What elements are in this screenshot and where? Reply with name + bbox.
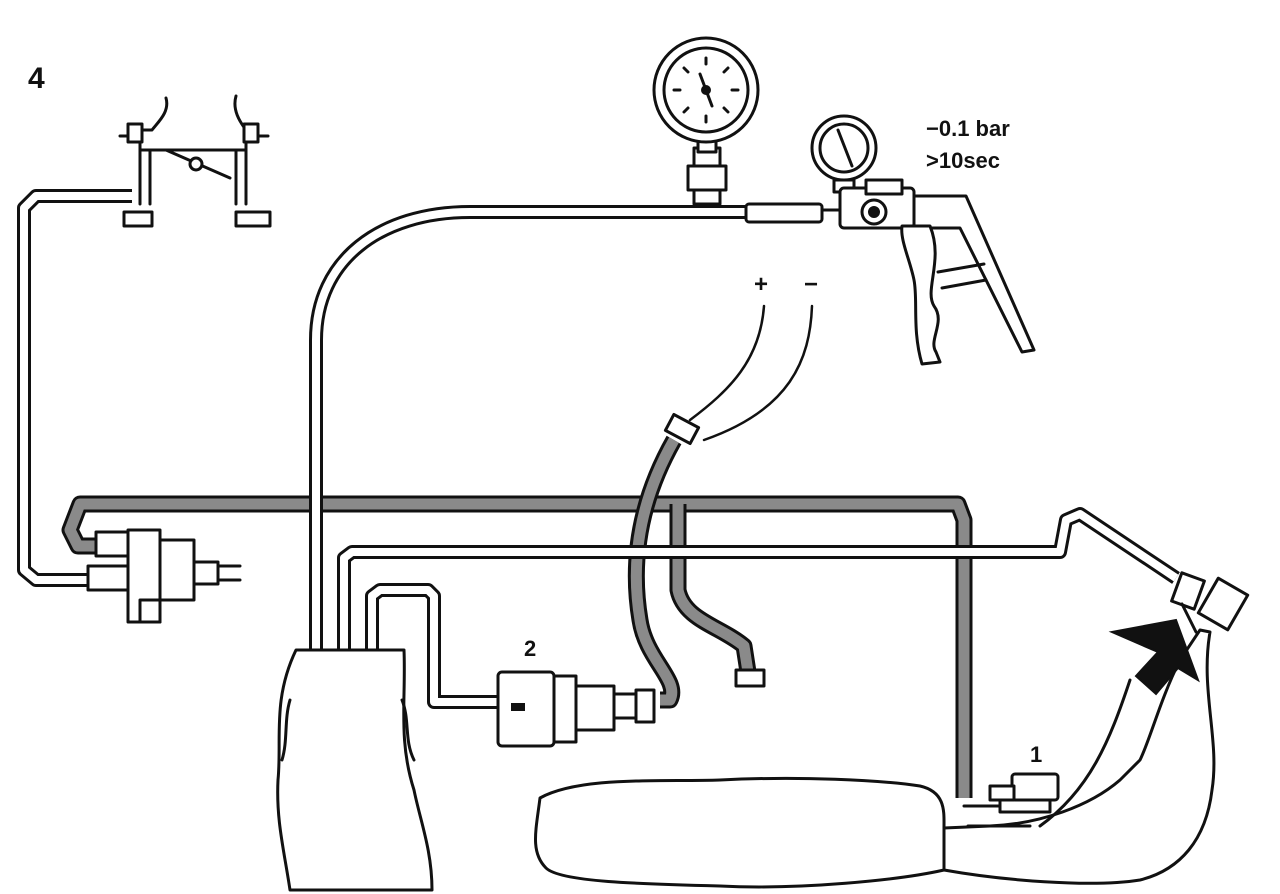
throttle-body	[118, 94, 272, 228]
figure-number: 4	[28, 62, 45, 95]
component-1-sensor	[962, 772, 1060, 828]
purge-valve	[86, 528, 242, 624]
test-hose-to-gauge	[309, 202, 842, 656]
filler-neck	[1170, 571, 1250, 634]
charcoal-canister	[276, 648, 434, 892]
component-2-valve	[496, 670, 656, 748]
component-1-label: 1	[1030, 742, 1042, 767]
pressure-gauge-large	[652, 36, 760, 206]
wire-negative-label: −	[804, 271, 818, 298]
throttle-vacuum-hose	[17, 189, 132, 587]
pump-reading-value: −0.1 bar	[926, 116, 1010, 141]
hatched-hose-main	[61, 495, 973, 798]
direction-arrow-icon	[1108, 618, 1200, 696]
fuel-tank	[534, 628, 1216, 889]
component-2-label: 2	[524, 636, 536, 661]
tank-vent-line	[1038, 678, 1132, 828]
hose-to-component-2	[365, 583, 498, 709]
hatched-harness	[627, 435, 766, 709]
hand-vacuum-pump	[810, 114, 1036, 366]
hose-to-filler	[337, 507, 1180, 656]
pump-reading-time: >10sec	[926, 148, 1000, 173]
wire-positive-label: +	[754, 271, 768, 298]
electrical-leads	[663, 304, 814, 446]
